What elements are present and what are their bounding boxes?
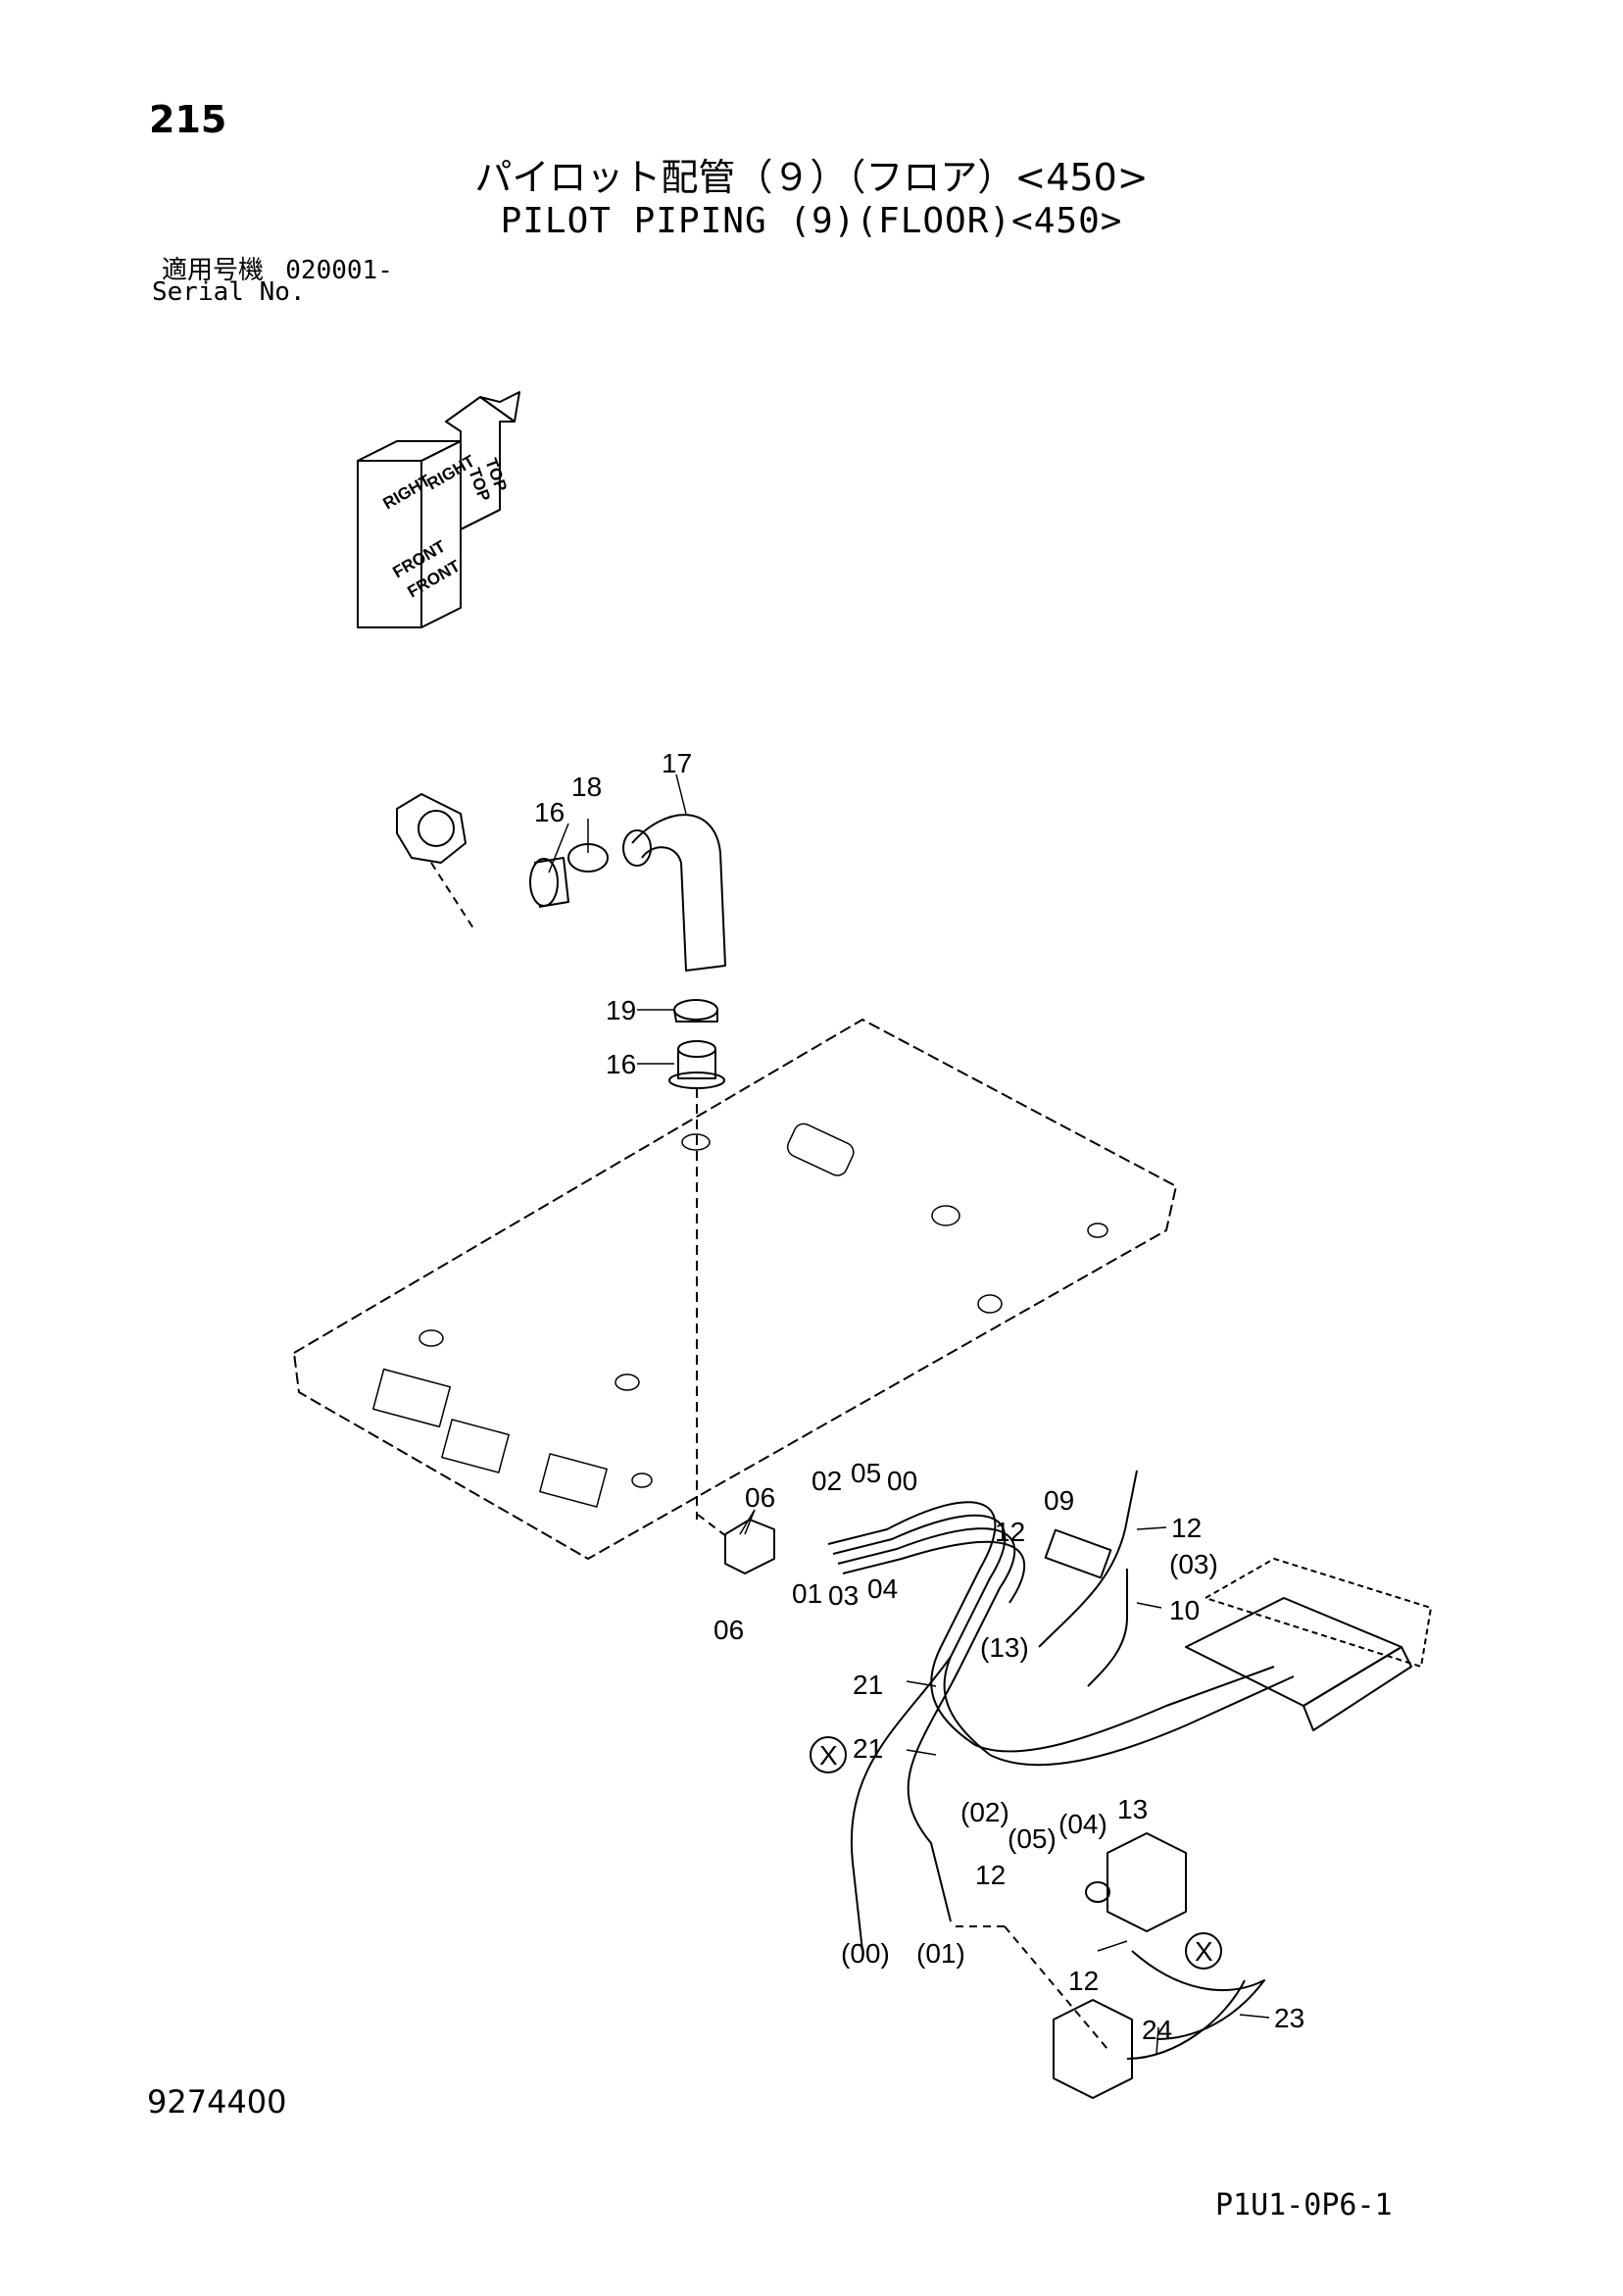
callout-16: 16 <box>534 797 565 827</box>
serial-label-en: Serial No. <box>152 277 306 307</box>
figure-code: P1U1-0P6-1 <box>1215 2188 1393 2222</box>
pilot-valve-09 <box>1044 1528 1112 1579</box>
callout-09: 09 <box>1044 1485 1074 1516</box>
x-mark-circle-a <box>810 1736 847 1773</box>
x-mark-circle-b <box>1185 1932 1222 1970</box>
callout-05: 05 <box>851 1458 881 1488</box>
callout-24: 24 <box>1142 2015 1172 2045</box>
serial-from: 020001- <box>285 256 393 285</box>
grommet-16 <box>677 1049 716 1079</box>
serial-applicability: 適用号機 020001- <box>162 250 393 286</box>
direction-indicator <box>357 391 520 628</box>
clamp-19 <box>673 999 718 1021</box>
control-valve-06 <box>697 1514 775 1574</box>
shuttle-valve-lower <box>1053 1979 1246 2099</box>
floor-plate <box>293 1019 1177 1560</box>
callout-10: 10 <box>1169 1595 1200 1625</box>
callout-21-a: 21 <box>853 1670 883 1700</box>
direction-labels: RIGHT FRONT FRONT TOP TOP RIGHT <box>380 451 511 601</box>
callout-12-b: 12 <box>1171 1513 1202 1543</box>
elbow-assembly <box>396 793 726 972</box>
callout-19: 19 <box>606 995 636 1025</box>
callout-13: 13 <box>1117 1794 1148 1824</box>
callout-13-paren: (13) <box>980 1632 1029 1663</box>
hose-23 <box>1131 1950 1265 2040</box>
callout-17: 17 <box>662 748 692 778</box>
callout-03-paren: (03) <box>1169 1549 1218 1579</box>
valve-bank <box>1185 1558 1432 1731</box>
callout-16-lower: 16 <box>606 1049 636 1079</box>
document-number: 9274400 <box>147 2083 287 2121</box>
callout-04: 04 <box>867 1573 898 1604</box>
serial-label-jp: 適用号機 <box>162 256 265 285</box>
callout-12-d: 12 <box>1068 1966 1099 1996</box>
page-number: 215 <box>149 98 227 141</box>
title-english: PILOT PIPING (9)(FLOOR)<450> <box>500 201 1123 241</box>
callout-x-b: X <box>1195 1936 1213 1967</box>
callout-x-a: X <box>819 1740 838 1771</box>
callout-01: 01 <box>792 1578 822 1609</box>
title-japanese: パイロット配管（９）（フロア）<450> <box>474 156 1149 199</box>
callout-12-c: 12 <box>975 1860 1006 1890</box>
callout-06-upper: 06 <box>745 1482 775 1513</box>
floor-holes <box>372 1123 1108 1508</box>
callout-02-paren: (02) <box>960 1797 1009 1827</box>
callout-00: 00 <box>887 1466 917 1496</box>
callout-21-b: 21 <box>853 1733 883 1764</box>
part-callouts: 17 18 16 19 16 06 06 02 05 00 01 03 04 1… <box>534 748 1304 2045</box>
callout-02: 02 <box>812 1466 842 1496</box>
leader-lines <box>548 774 1270 2055</box>
callout-23: 23 <box>1274 2003 1304 2033</box>
callout-12-a: 12 <box>995 1517 1025 1547</box>
callout-06-lower: 06 <box>713 1615 744 1645</box>
shuttle-valve-upper <box>1085 1832 1187 1932</box>
callout-04-paren: (04) <box>1058 1809 1107 1839</box>
callout-00-paren: (00) <box>841 1938 890 1969</box>
callout-05-paren: (05) <box>1008 1823 1057 1854</box>
callout-03: 03 <box>828 1580 859 1611</box>
callout-01-paren: (01) <box>916 1938 965 1969</box>
callout-18: 18 <box>571 772 602 802</box>
pilot-hoses <box>827 1470 1295 1952</box>
